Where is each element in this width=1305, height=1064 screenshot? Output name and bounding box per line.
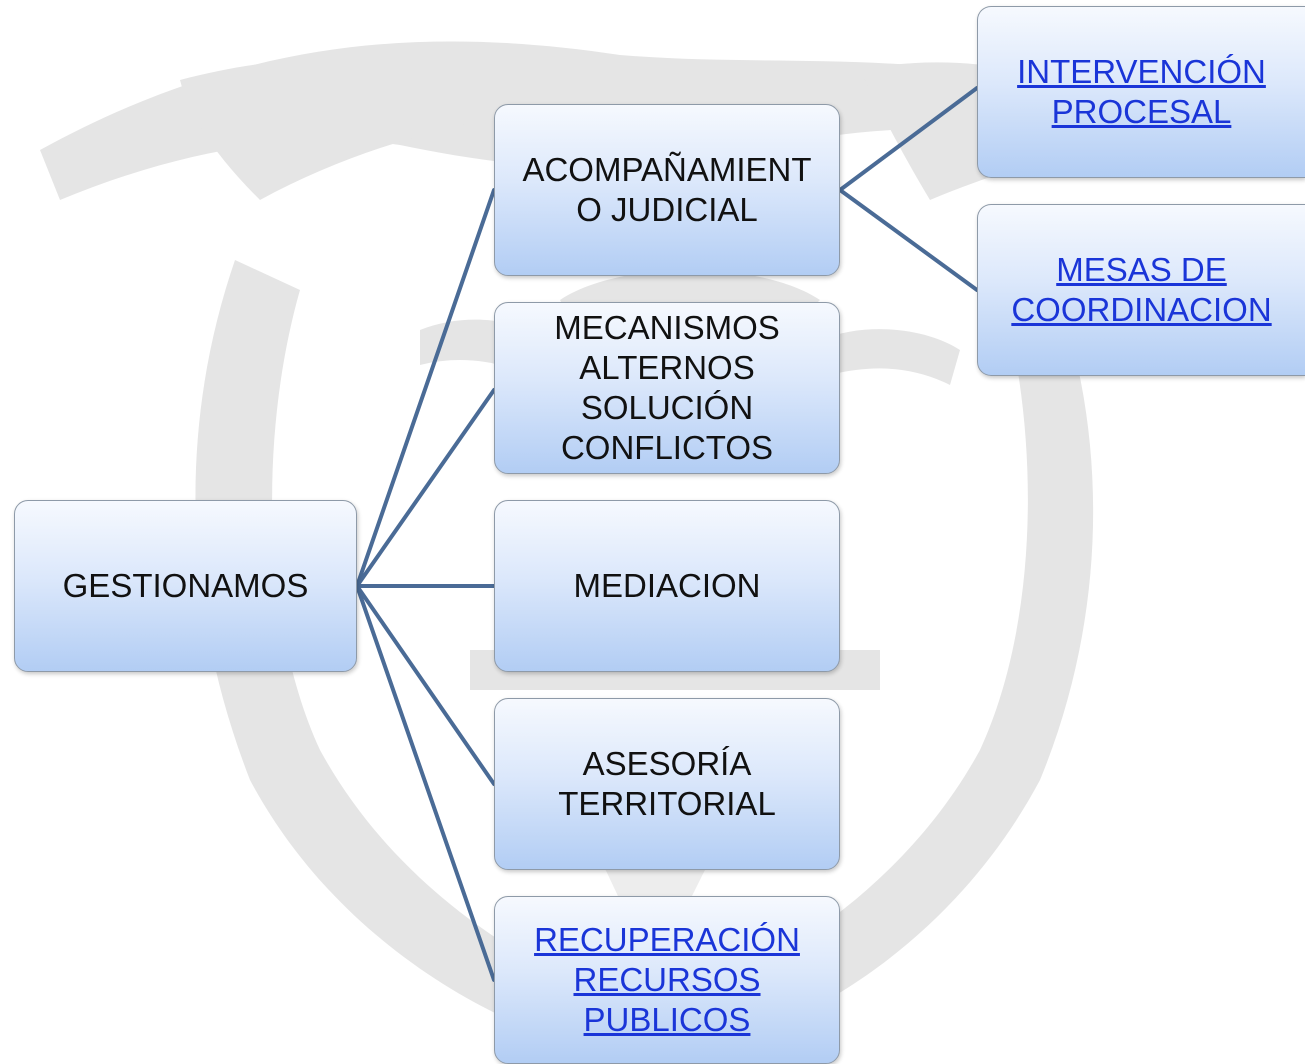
- node-recuperacion-line-2: RECURSOS: [573, 961, 761, 998]
- node-mecanismos-line-4: CONFLICTOS: [560, 429, 774, 466]
- connector-root-to-asesoria: [355, 584, 496, 786]
- node-acompanamiento-judicial: ACOMPAÑAMIENT O JUDICIAL: [494, 104, 840, 276]
- node-mesas-line-2: COORDINACION: [1011, 291, 1272, 328]
- node-mecanismos-line-1: MECANISMOS: [554, 309, 780, 346]
- node-acompanamiento-line-2: O JUDICIAL: [576, 191, 758, 228]
- connector-root-to-acompanamiento: [355, 188, 496, 588]
- node-acompanamiento-line-1: ACOMPAÑAMIENT: [522, 151, 812, 188]
- connector-root-to-recuperacion: [355, 584, 496, 982]
- node-mesas-line-1: MESAS DE: [1056, 251, 1227, 288]
- root-node-label: GESTIONAMOS: [62, 567, 309, 604]
- node-intervencion-procesal: INTERVENCIÓN PROCESAL: [977, 6, 1305, 178]
- node-asesoria-line-2: TERRITORIAL: [558, 785, 776, 822]
- node-recuperacion-line-1: RECUPERACIÓN: [534, 921, 800, 958]
- node-intervencion-line-2: PROCESAL: [1051, 93, 1232, 130]
- node-mesas-coordinacion: MESAS DE COORDINACION: [977, 204, 1305, 376]
- connector-acompanamiento-to-mesas: [838, 188, 979, 292]
- recuperacion-recursos-link[interactable]: RECUPERACIÓN RECURSOS PUBLICOS: [534, 920, 800, 1040]
- node-intervencion-line-1: INTERVENCIÓN: [1017, 53, 1266, 90]
- root-node-gestionamos: GESTIONAMOS: [14, 500, 357, 672]
- node-mediacion: MEDIACION: [494, 500, 840, 672]
- node-asesoria-line-1: ASESORÍA: [582, 745, 752, 782]
- node-mediacion-label: MEDIACION: [573, 567, 761, 604]
- intervencion-procesal-link[interactable]: INTERVENCIÓN PROCESAL: [1017, 52, 1266, 132]
- node-recuperacion-recursos: RECUPERACIÓN RECURSOS PUBLICOS: [494, 896, 840, 1064]
- connector-acompanamiento-to-intervencion: [838, 86, 979, 192]
- node-mecanismos-line-3: SOLUCIÓN: [580, 389, 754, 426]
- node-mecanismos-line-2: ALTERNOS: [579, 349, 755, 386]
- mesas-coordinacion-link[interactable]: MESAS DE COORDINACION: [1011, 250, 1271, 330]
- connector-root-to-mecanismos: [355, 388, 496, 588]
- node-recuperacion-line-3: PUBLICOS: [583, 1001, 751, 1038]
- node-asesoria-territorial: ASESORÍA TERRITORIAL: [494, 698, 840, 870]
- node-mecanismos-alternos: MECANISMOS ALTERNOS SOLUCIÓN CONFLICTOS: [494, 302, 840, 474]
